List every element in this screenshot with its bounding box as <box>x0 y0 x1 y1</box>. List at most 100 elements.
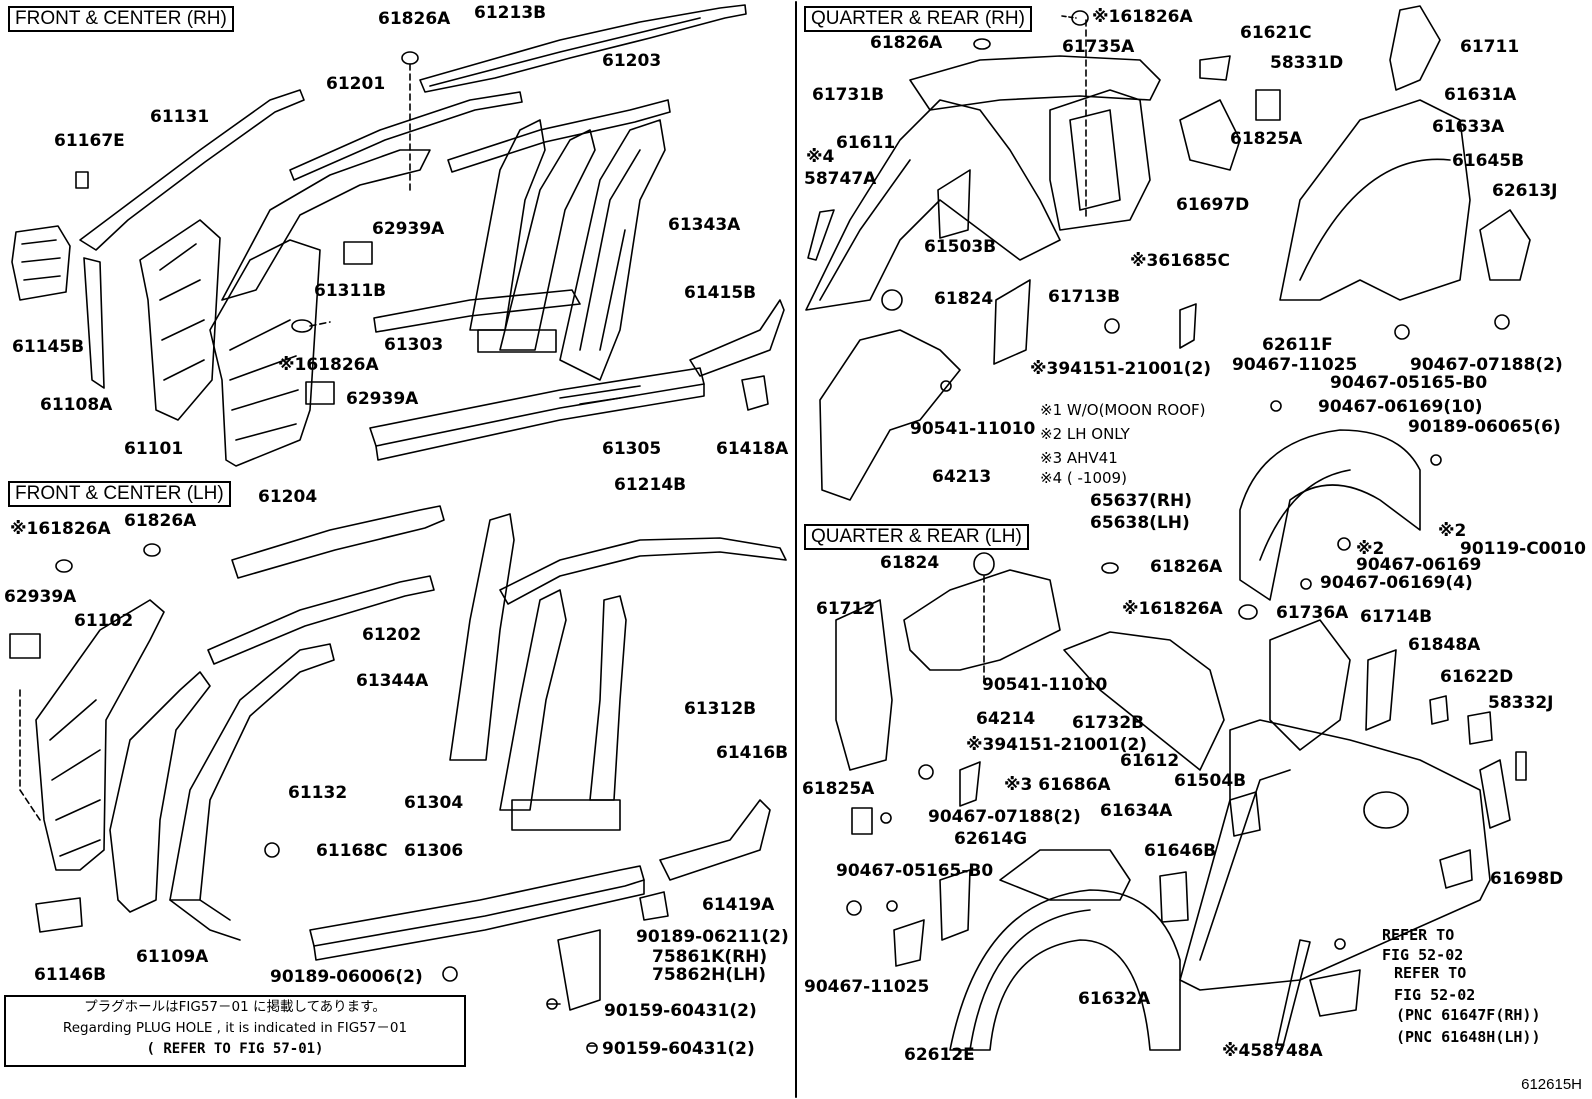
part-label[interactable]: 61201 <box>326 74 386 94</box>
part-label[interactable]: 61503B <box>924 237 997 257</box>
part-label[interactable]: 64213 <box>932 467 992 487</box>
part-label[interactable]: 61303 <box>384 335 444 355</box>
part-label[interactable]: 61312B <box>684 699 757 719</box>
part-label[interactable]: 62939A <box>346 389 419 409</box>
part-label[interactable]: 61612 <box>1120 751 1180 771</box>
part-label[interactable]: 58332J <box>1488 693 1554 713</box>
part-label[interactable]: 61145B <box>12 337 85 357</box>
part-label[interactable]: 61202 <box>362 625 422 645</box>
part-label[interactable]: 61645B <box>1452 151 1525 171</box>
part-label[interactable]: 90189-06006(2) <box>270 967 423 987</box>
part-label[interactable]: 61646B <box>1144 841 1217 861</box>
part-label[interactable]: 61131 <box>150 107 210 127</box>
part-label[interactable]: 61109A <box>136 947 209 967</box>
part-label[interactable]: 61711 <box>1460 37 1520 57</box>
part-label[interactable]: 61731B <box>812 85 885 105</box>
part-label[interactable]: 58331D <box>1270 53 1344 73</box>
part-label[interactable]: 61826A <box>1150 557 1223 577</box>
part-label[interactable]: 61824 <box>880 553 940 573</box>
part-label[interactable]: 90541-11010 <box>910 419 1036 439</box>
part-label[interactable]: 61146B <box>34 965 107 985</box>
part-label[interactable]: 61214B <box>614 475 687 495</box>
part-label[interactable]: 61634A <box>1100 801 1173 821</box>
part-label[interactable]: 62613J <box>1492 181 1558 201</box>
part-label[interactable]: 90189-06065(6) <box>1408 417 1561 437</box>
part-label[interactable]: 90541-11010 <box>982 675 1108 695</box>
part-label[interactable]: 61824 <box>934 289 994 309</box>
part-label[interactable]: 61735A <box>1062 37 1135 57</box>
part-label[interactable]: 61204 <box>258 487 318 507</box>
part-label[interactable]: ※161826A <box>1092 7 1193 27</box>
part-label[interactable]: 61736A <box>1276 603 1349 623</box>
part-label[interactable]: 61826A <box>124 511 197 531</box>
part-label[interactable]: 61504B <box>1174 771 1247 791</box>
part-label[interactable]: ※161826A <box>278 355 379 375</box>
part-label[interactable]: 61168C <box>316 841 388 861</box>
part-label[interactable]: 61848A <box>1408 635 1481 655</box>
part-label[interactable]: ※458748A <box>1222 1041 1323 1061</box>
part-label[interactable]: 58747A <box>804 169 877 189</box>
part-label[interactable]: 61213B <box>474 3 547 23</box>
part-label[interactable]: ※2 <box>1438 521 1467 541</box>
part-label[interactable]: ※394151-21001(2) <box>1030 359 1212 379</box>
part-label[interactable]: 61305 <box>602 439 662 459</box>
part-label[interactable]: 61306 <box>404 841 464 861</box>
part-label[interactable]: 61631A <box>1444 85 1517 105</box>
part-label[interactable]: 75861K(RH) <box>652 947 768 967</box>
part-label[interactable]: 90467-11025 <box>1232 355 1358 375</box>
part-label[interactable]: 90189-06211(2) <box>636 927 789 947</box>
part-label[interactable]: 90467-06169(4) <box>1320 573 1473 593</box>
part-label[interactable]: 90467-07188(2) <box>1410 355 1563 375</box>
part-label[interactable]: ※3 61686A <box>1004 775 1111 795</box>
part-label[interactable]: 61108A <box>40 395 113 415</box>
part-label[interactable]: 61698D <box>1490 869 1564 889</box>
part-label[interactable]: 90467-06169 <box>1356 555 1482 575</box>
part-label[interactable]: 90467-06169(10) <box>1318 397 1483 417</box>
part-label[interactable]: 61714B <box>1360 607 1433 627</box>
part-label[interactable]: 61712 <box>816 599 876 619</box>
part-label[interactable]: 90467-05165-B0 <box>836 861 994 881</box>
part-label[interactable]: 61611 <box>836 133 896 153</box>
part-label[interactable]: ※161826A <box>1122 599 1223 619</box>
part-label[interactable]: 61102 <box>74 611 134 631</box>
part-label[interactable]: 61632A <box>1078 989 1151 1009</box>
part-label[interactable]: 61621C <box>1240 23 1312 43</box>
part-label[interactable]: 90467-11025 <box>804 977 930 997</box>
part-label[interactable]: 61633A <box>1432 117 1505 137</box>
part-label[interactable]: 61697D <box>1176 195 1250 215</box>
part-label[interactable]: 61419A <box>702 895 775 915</box>
part-label[interactable]: 61304 <box>404 793 464 813</box>
part-label[interactable]: 61825A <box>802 779 875 799</box>
part-label[interactable]: 90467-07188(2) <box>928 807 1081 827</box>
part-label[interactable]: 61713B <box>1048 287 1121 307</box>
part-label[interactable]: 62939A <box>372 219 445 239</box>
part-label[interactable]: 75862H(LH) <box>652 965 766 985</box>
part-label[interactable]: 61415B <box>684 283 757 303</box>
part-label[interactable]: 61826A <box>378 9 451 29</box>
part-label[interactable]: 62939A <box>4 587 77 607</box>
part-label[interactable]: 61418A <box>716 439 789 459</box>
part-label[interactable]: 90467-05165-B0 <box>1330 373 1488 393</box>
part-label[interactable]: 61732B <box>1072 713 1145 733</box>
part-label[interactable]: ※394151-21001(2) <box>966 735 1148 755</box>
part-label[interactable]: 90159-60431(2) <box>602 1039 755 1059</box>
part-label[interactable]: 61132 <box>288 783 348 803</box>
part-label[interactable]: 61203 <box>602 51 662 71</box>
part-label[interactable]: 61825A <box>1230 129 1303 149</box>
part-label[interactable]: 62611F <box>1262 335 1333 355</box>
part-label[interactable]: 62612E <box>904 1045 975 1065</box>
part-label[interactable]: 61101 <box>124 439 184 459</box>
part-label[interactable]: 61344A <box>356 671 429 691</box>
part-label[interactable]: ※161826A <box>10 519 111 539</box>
part-label[interactable]: 61622D <box>1440 667 1514 687</box>
part-label[interactable]: 65637(RH) <box>1090 491 1192 511</box>
part-label[interactable]: 61311B <box>314 281 387 301</box>
part-label[interactable]: 90119-C0010 <box>1460 539 1586 559</box>
part-label[interactable]: 61343A <box>668 215 741 235</box>
part-label[interactable]: 61416B <box>716 743 789 763</box>
part-label[interactable]: ※361685C <box>1130 251 1230 271</box>
part-label[interactable]: 90159-60431(2) <box>604 1001 757 1021</box>
part-label[interactable]: 64214 <box>976 709 1036 729</box>
part-label[interactable]: 61167E <box>54 131 125 151</box>
part-label[interactable]: 61826A <box>870 33 943 53</box>
